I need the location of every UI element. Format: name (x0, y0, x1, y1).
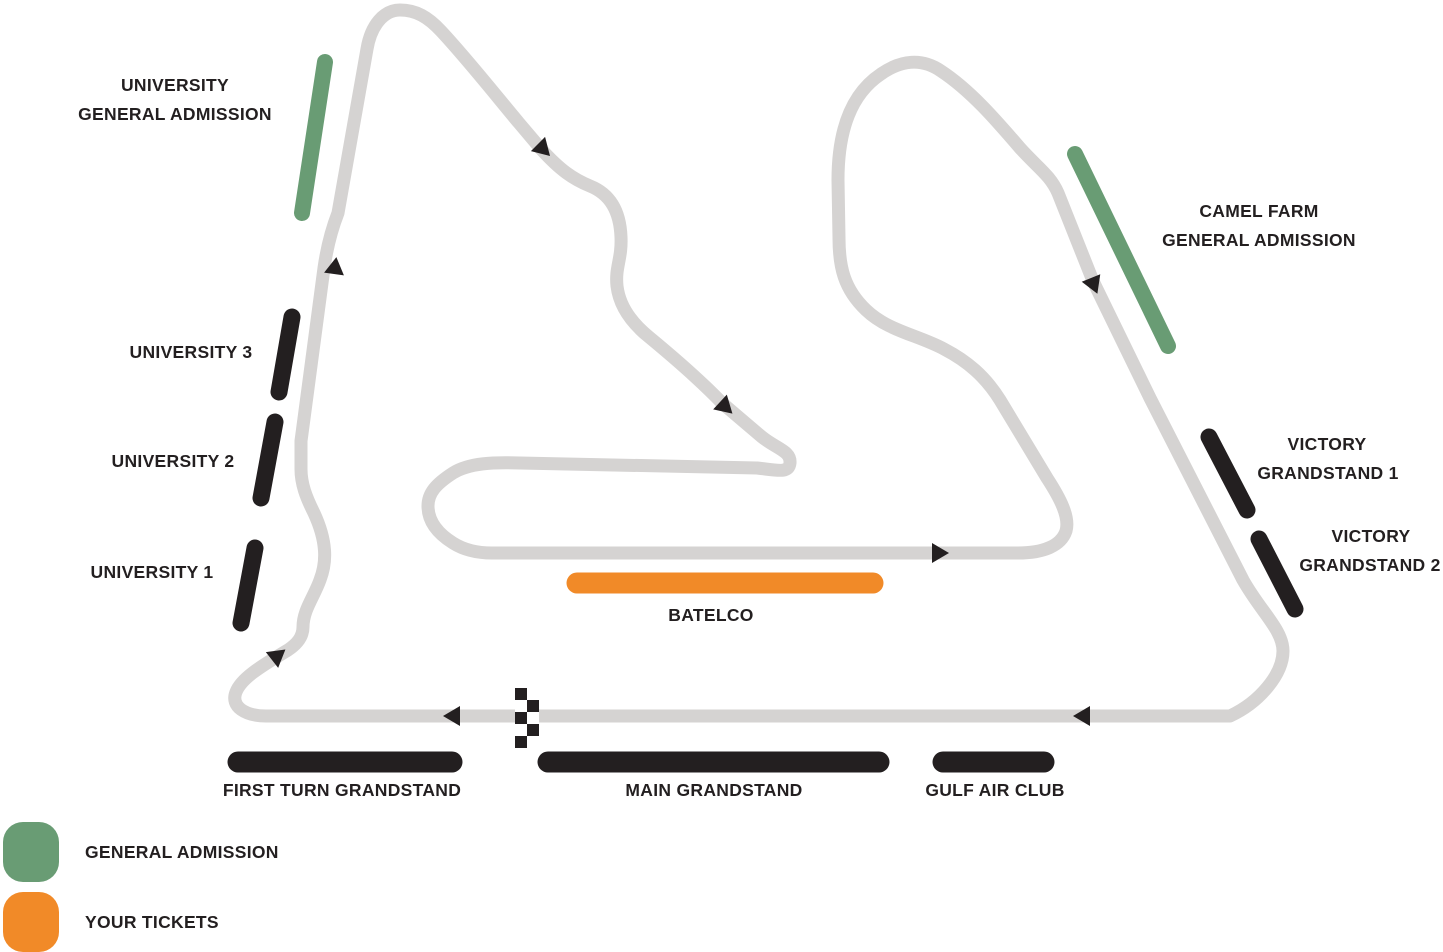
legend-general-admission-label: GENERAL ADMISSION (85, 842, 279, 862)
section-university-1-label: UNIVERSITY 1 (91, 562, 214, 582)
direction-arrow-batelco-straight (932, 543, 949, 563)
legend-general-admission-swatch (3, 822, 59, 882)
section-university-3-bar[interactable] (270, 308, 301, 401)
direction-arrow-main-straight-east (1073, 706, 1090, 726)
section-first-turn-grandstand-label: FIRST TURN GRANDSTAND (223, 780, 461, 800)
section-camel-farm-ga-bar[interactable] (1067, 146, 1176, 354)
direction-arrow-camel-descent (1081, 274, 1101, 294)
section-university-ga-label-line2: GENERAL ADMISSION (78, 104, 272, 124)
direction-arrow-mid-esses (713, 394, 733, 414)
section-victory-grandstand-2-label-line2: GRANDSTAND 2 (1299, 555, 1440, 575)
direction-arrows (265, 136, 1101, 726)
section-victory-grandstand-1-bar[interactable] (1200, 428, 1256, 519)
section-victory-grandstand-1-label-line2: GRANDSTAND 1 (1257, 463, 1398, 483)
section-university-3-label: UNIVERSITY 3 (130, 342, 253, 362)
track-path (228, 3, 1290, 723)
section-university-1-bar[interactable] (232, 539, 264, 632)
section-university-2-bar[interactable] (252, 413, 284, 507)
start-finish-flag-icon (515, 688, 539, 748)
direction-arrow-first-turn (265, 649, 286, 668)
section-university-ga-bar[interactable] (294, 54, 333, 221)
section-university-2-label: UNIVERSITY 2 (112, 451, 235, 471)
section-university-ga-label-line1: UNIVERSITY (121, 75, 229, 95)
section-victory-grandstand-1-label-line1: VICTORY (1288, 434, 1367, 454)
section-gulf-air-club-label: GULF AIR CLUB (925, 780, 1064, 800)
section-victory-grandstand-2-label-line1: VICTORY (1332, 526, 1411, 546)
section-camel-farm-ga-label-line2: GENERAL ADMISSION (1162, 230, 1356, 250)
direction-arrow-left-climb (324, 257, 344, 276)
direction-arrow-main-straight-west (443, 706, 460, 726)
direction-arrow-top-descent (530, 136, 551, 157)
section-victory-grandstand-2-bar[interactable] (1250, 530, 1304, 618)
legend: GENERAL ADMISSION YOUR TICKETS (3, 822, 279, 952)
section-camel-farm-ga-label-line1: CAMEL FARM (1199, 201, 1318, 221)
section-batelco-label: BATELCO (668, 605, 753, 625)
legend-your-tickets-swatch (3, 892, 59, 952)
legend-your-tickets-label: YOUR TICKETS (85, 912, 219, 932)
section-main-grandstand-label: MAIN GRANDSTAND (625, 780, 802, 800)
